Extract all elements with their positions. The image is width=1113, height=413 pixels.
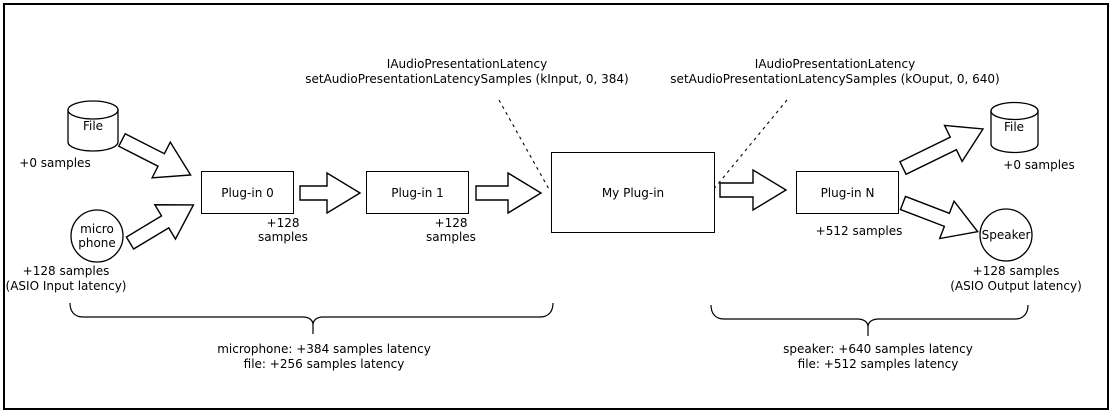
plugin0-latency: +128 samples xyxy=(258,216,308,244)
plugin0-label: Plug-in 0 xyxy=(221,185,274,200)
speaker-latency-line1: +128 samples xyxy=(972,264,1060,278)
plugin1-box: Plug-in 1 xyxy=(366,171,469,214)
plugin1-label: Plug-in 1 xyxy=(391,185,444,200)
microphone-latency-line1: +128 samples xyxy=(22,264,110,278)
microphone-label-line1: micro xyxy=(80,222,114,236)
file-output-latency: +0 samples xyxy=(1003,158,1075,172)
plugin1-latency-line2: samples xyxy=(426,230,476,244)
output-latency-annotation: IAudioPresentationLatency setAudioPresen… xyxy=(670,57,999,87)
microphone-label-line2: phone xyxy=(78,236,116,250)
arrow-plugin1-to-myplugin-icon xyxy=(475,171,543,215)
speaker-circle-icon xyxy=(979,208,1033,262)
output-latency-annotation-line2: setAudioPresentationLatencySamples (kOup… xyxy=(670,72,1000,86)
file-output-label: File xyxy=(1003,120,1025,134)
speaker-latency-line2: (ASIO Output latency) xyxy=(950,279,1082,293)
output-annotation-callout-line xyxy=(712,99,788,191)
pluginN-label: Plug-in N xyxy=(820,185,875,200)
arrow-plugin0-to-plugin1-icon xyxy=(299,171,362,215)
speaker-label: Speaker xyxy=(981,228,1031,242)
input-chain-summary: microphone: +384 samples latency file: +… xyxy=(217,342,431,372)
input-latency-annotation-line1: IAudioPresentationLatency xyxy=(386,57,548,71)
input-latency-annotation-line2: setAudioPresentationLatencySamples (kInp… xyxy=(305,72,629,86)
speaker-latency: +128 samples (ASIO Output latency) xyxy=(950,264,1082,294)
arrow-myplugin-to-pluginN-icon xyxy=(719,168,788,212)
input-chain-brace xyxy=(69,302,554,334)
arrow-pluginN-to-file-icon xyxy=(898,124,985,176)
file-input-latency: +0 samples xyxy=(19,156,91,170)
input-latency-annotation: IAudioPresentationLatency setAudioPresen… xyxy=(305,57,628,87)
output-chain-summary-line2: file: +512 samples latency xyxy=(797,357,959,371)
plugin1-latency: +128 samples xyxy=(426,216,476,244)
plugin1-latency-line1: +128 xyxy=(434,216,468,230)
microphone-label: micro phone xyxy=(78,222,116,250)
file-output-cylinder-icon xyxy=(990,101,1039,154)
input-chain-summary-line2: file: +256 samples latency xyxy=(243,357,405,371)
plugin0-latency-line1: +128 xyxy=(266,216,300,230)
input-chain-summary-line1: microphone: +384 samples latency xyxy=(217,342,431,356)
arrow-microphone-to-plugin0-icon xyxy=(125,204,195,250)
microphone-circle-icon xyxy=(70,209,124,263)
file-input-cylinder-icon xyxy=(67,100,119,152)
output-chain-summary-line1: speaker: +640 samples latency xyxy=(783,342,973,356)
microphone-latency: +128 samples (ASIO Input latency) xyxy=(6,264,127,294)
arrow-file-to-plugin0-icon xyxy=(117,132,192,179)
pluginN-latency: +512 samples xyxy=(815,224,903,238)
file-input-label: File xyxy=(82,119,104,133)
output-chain-brace xyxy=(710,304,1029,336)
my-plugin-label: My Plug-in xyxy=(601,185,665,200)
pluginN-box: Plug-in N xyxy=(796,171,899,214)
arrow-pluginN-to-speaker-icon xyxy=(899,195,979,240)
my-plugin-box: My Plug-in xyxy=(551,152,715,233)
input-annotation-callout-line xyxy=(498,99,551,192)
plugin0-box: Plug-in 0 xyxy=(201,171,294,214)
plugin0-latency-line2: samples xyxy=(258,230,308,244)
output-chain-summary: speaker: +640 samples latency file: +512… xyxy=(783,342,973,372)
microphone-latency-line2: (ASIO Input latency) xyxy=(5,279,127,293)
output-latency-annotation-line1: IAudioPresentationLatency xyxy=(754,57,916,71)
